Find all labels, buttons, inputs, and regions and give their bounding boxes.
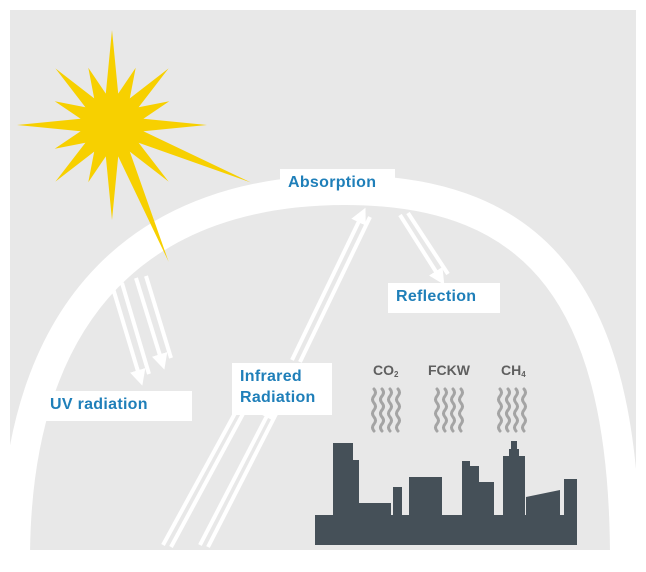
ch4-label: CH4 <box>501 362 526 379</box>
infrared-radiation-arrows <box>161 207 372 548</box>
reflection-label-text: Reflection <box>396 288 477 305</box>
sun-icon <box>17 30 251 262</box>
absorption-label: Absorption <box>280 169 395 199</box>
ch4-label-base: CH <box>501 362 522 378</box>
infrared-radiation-label: Infrared Radiation <box>232 363 332 415</box>
co2-label-base: CO <box>373 362 394 378</box>
gas-wave-icon <box>371 387 527 433</box>
uv-radiation-label: UV radiation <box>42 391 192 421</box>
infrared-label-line2: Radiation <box>240 389 316 406</box>
uv-radiation-arrows <box>110 275 173 386</box>
uv-radiation-label-text: UV radiation <box>50 396 148 413</box>
absorption-label-text: Absorption <box>288 174 377 191</box>
fckw-label-base: FCKW <box>428 362 470 378</box>
reflection-arrow <box>398 211 450 285</box>
factory-icon <box>315 441 577 545</box>
infrared-label-line1: Infrared <box>240 368 302 385</box>
co2-label: CO2 <box>373 362 398 379</box>
co2-label-sub: 2 <box>394 370 399 379</box>
ch4-label-sub: 4 <box>521 370 526 379</box>
reflection-label: Reflection <box>388 283 500 313</box>
fckw-label: FCKW <box>428 362 470 378</box>
